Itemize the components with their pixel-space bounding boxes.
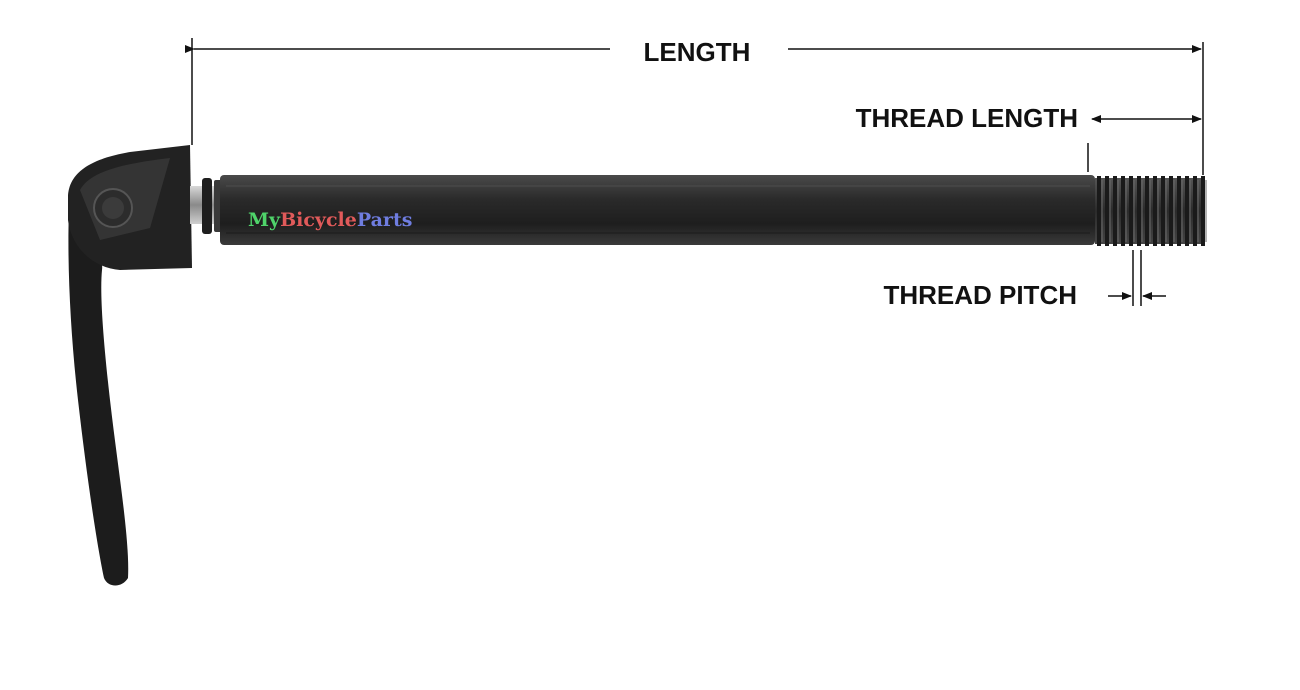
thread-ridge [1193, 176, 1197, 246]
thread-ridge [1177, 176, 1181, 246]
thread-ridge [1185, 176, 1189, 246]
thread-ridge [1137, 176, 1141, 246]
thread-ridge [1145, 176, 1149, 246]
lever [68, 145, 192, 586]
thread-ridge [1161, 176, 1165, 246]
thread-ridge [1201, 176, 1205, 246]
thread-length-label: THREAD LENGTH [856, 103, 1078, 133]
logo-part-parts: Parts [357, 209, 413, 231]
threaded-end [1095, 176, 1207, 246]
thread-pitch-dimension: THREAD PITCH [883, 250, 1166, 310]
length-dimension: LENGTH [185, 37, 1204, 175]
axle-shaft [220, 175, 1095, 245]
thread-ridge [1129, 176, 1133, 246]
mybicycleparts-logo: MyBicycleParts [248, 209, 412, 231]
thread-ridge [1105, 176, 1109, 246]
length-label: LENGTH [644, 37, 751, 67]
thread-pitch-label: THREAD PITCH [883, 280, 1077, 310]
logo-part-bicycle: Bicycle [280, 209, 357, 231]
lever-arm [68, 190, 129, 586]
thread-ridge [1121, 176, 1125, 246]
thread-length-dimension: THREAD LENGTH [856, 103, 1202, 172]
thread-ridge [1113, 176, 1117, 246]
logo-part-my: My [248, 209, 281, 231]
collar [190, 178, 222, 234]
thread-ridge [1097, 176, 1101, 246]
thread-ridge [1169, 176, 1173, 246]
thread-ridge [1153, 176, 1157, 246]
